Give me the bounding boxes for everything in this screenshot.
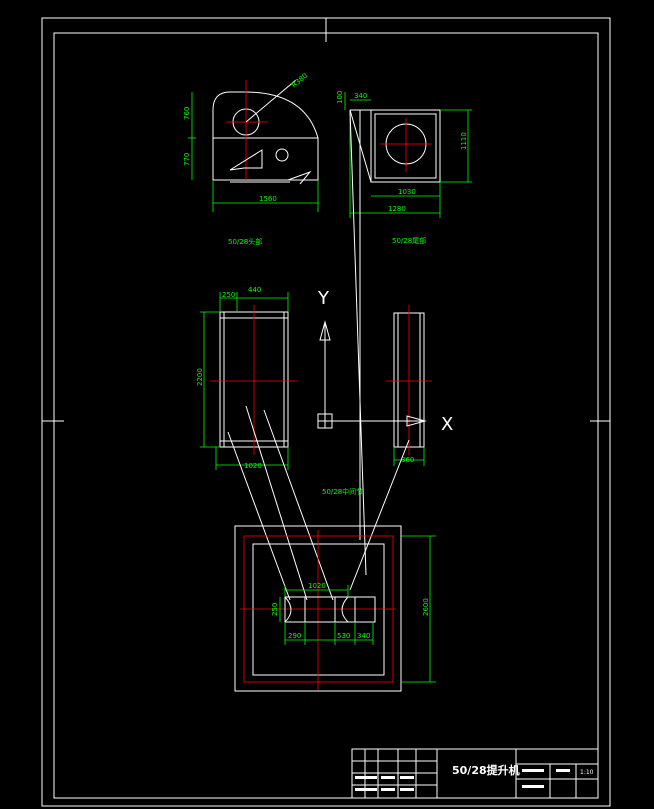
title-block (351, 748, 599, 799)
sheet-outer-border (41, 17, 611, 807)
side-dim-small-height: 100 (336, 91, 344, 104)
base-dim-top: 1020 (308, 582, 326, 590)
side-view-caption: 50/28尾部 (392, 236, 426, 245)
base-dim-bottom-b: 530 (337, 632, 350, 640)
casing-dim-top-b: 440 (248, 286, 261, 294)
sheet-inner-border (53, 32, 599, 799)
head-dim-radius: R380 (290, 72, 309, 90)
connector-vertical-right (349, 109, 367, 576)
casing-dim-width: 1020 (244, 462, 262, 470)
side-dim-offset: 340 (354, 92, 367, 100)
side-dim-inner-width: 1030 (398, 188, 416, 196)
title-block-name: 50/28提升机 (452, 763, 520, 777)
base-dim-height: 2600 (422, 598, 430, 616)
base-pit-view (234, 525, 436, 692)
conveyor-lines (227, 405, 410, 601)
axis-y-label: Y (317, 288, 330, 309)
casing-right-dim-width: 360 (401, 456, 414, 464)
head-dim-width: 1560 (259, 195, 277, 203)
base-dim-left-small: 250 (271, 603, 279, 616)
casing-right-view (386, 305, 432, 466)
head-dim-height-upper: 760 (183, 107, 191, 120)
axis-x-label: X (441, 414, 453, 435)
head-view-caption: 50/28头部 (228, 237, 262, 246)
axes-symbol (317, 320, 427, 429)
casing-view (200, 292, 298, 470)
base-view-caption: 50/28中间节 (322, 487, 363, 496)
casing-dim-height: 2200 (196, 368, 204, 386)
head-dim-height-lower: 770 (183, 153, 191, 166)
title-block-scale: 1:10 (580, 769, 594, 776)
side-dim-height: 1110 (460, 132, 468, 150)
head-view (188, 79, 319, 212)
base-dim-bottom-c: 340 (357, 632, 370, 640)
side-dim-outer-width: 1280 (388, 205, 406, 213)
side-view (344, 92, 472, 218)
casing-dim-top-a: 250 (222, 291, 235, 299)
base-dim-bottom-a: 290 (288, 632, 301, 640)
